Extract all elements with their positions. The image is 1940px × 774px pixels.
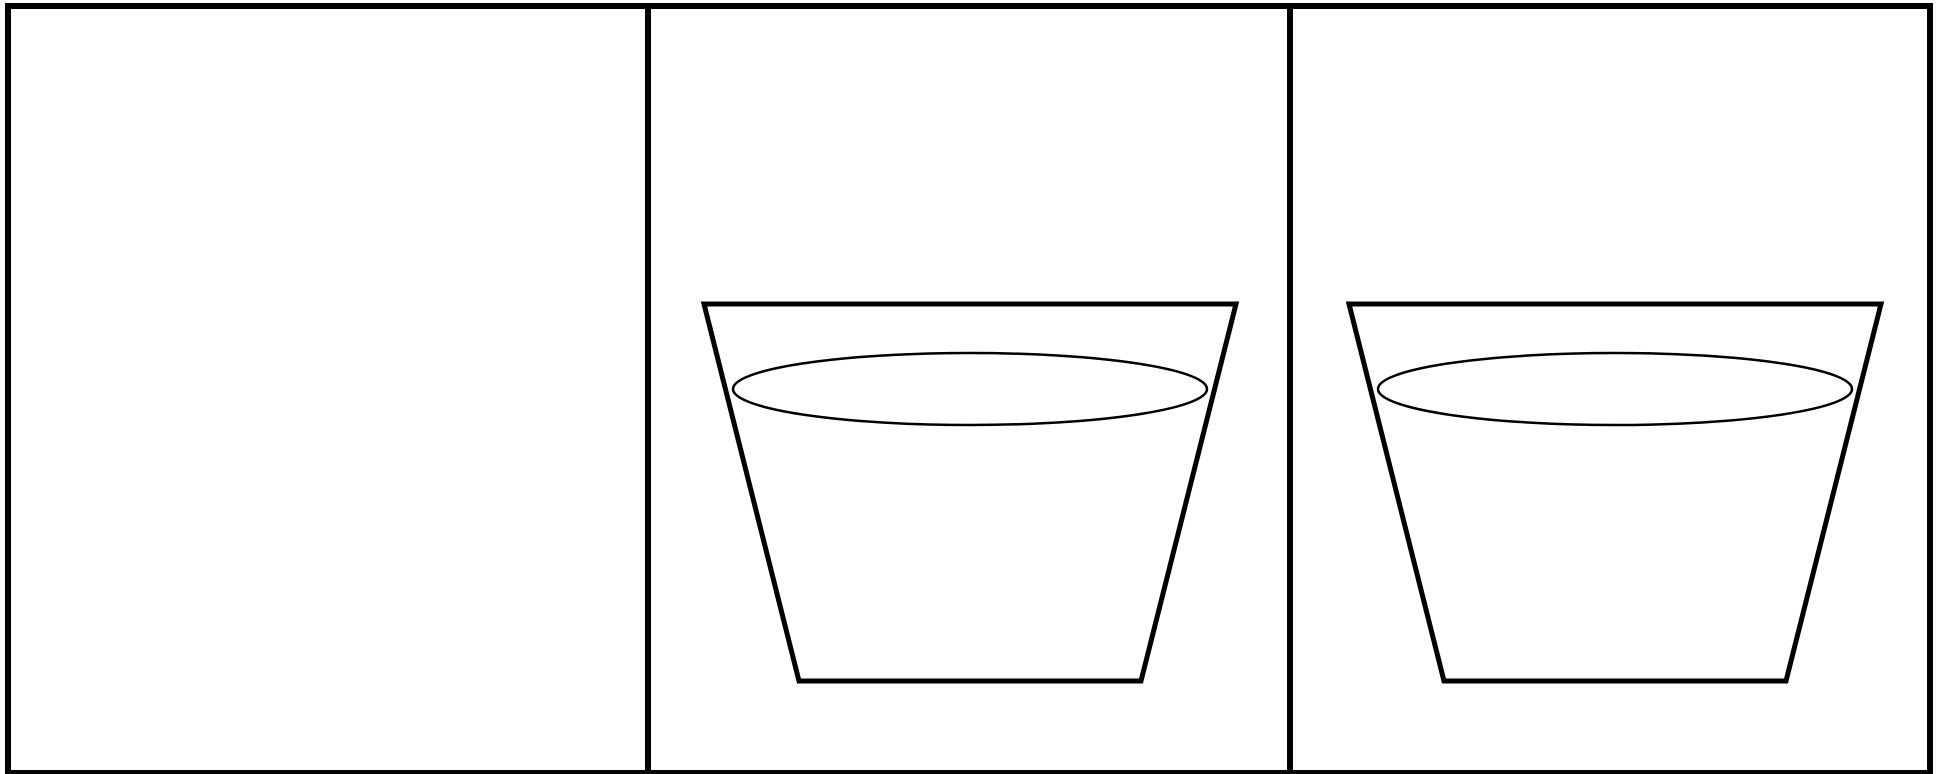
outer-frame: [8, 6, 1930, 773]
liquid-surface: [733, 353, 1207, 425]
container-body: [1349, 304, 1881, 681]
panel-2: [704, 304, 1236, 681]
panel-3: [1349, 304, 1881, 681]
container-body: [704, 304, 1236, 681]
liquid-surface: [1378, 353, 1852, 425]
